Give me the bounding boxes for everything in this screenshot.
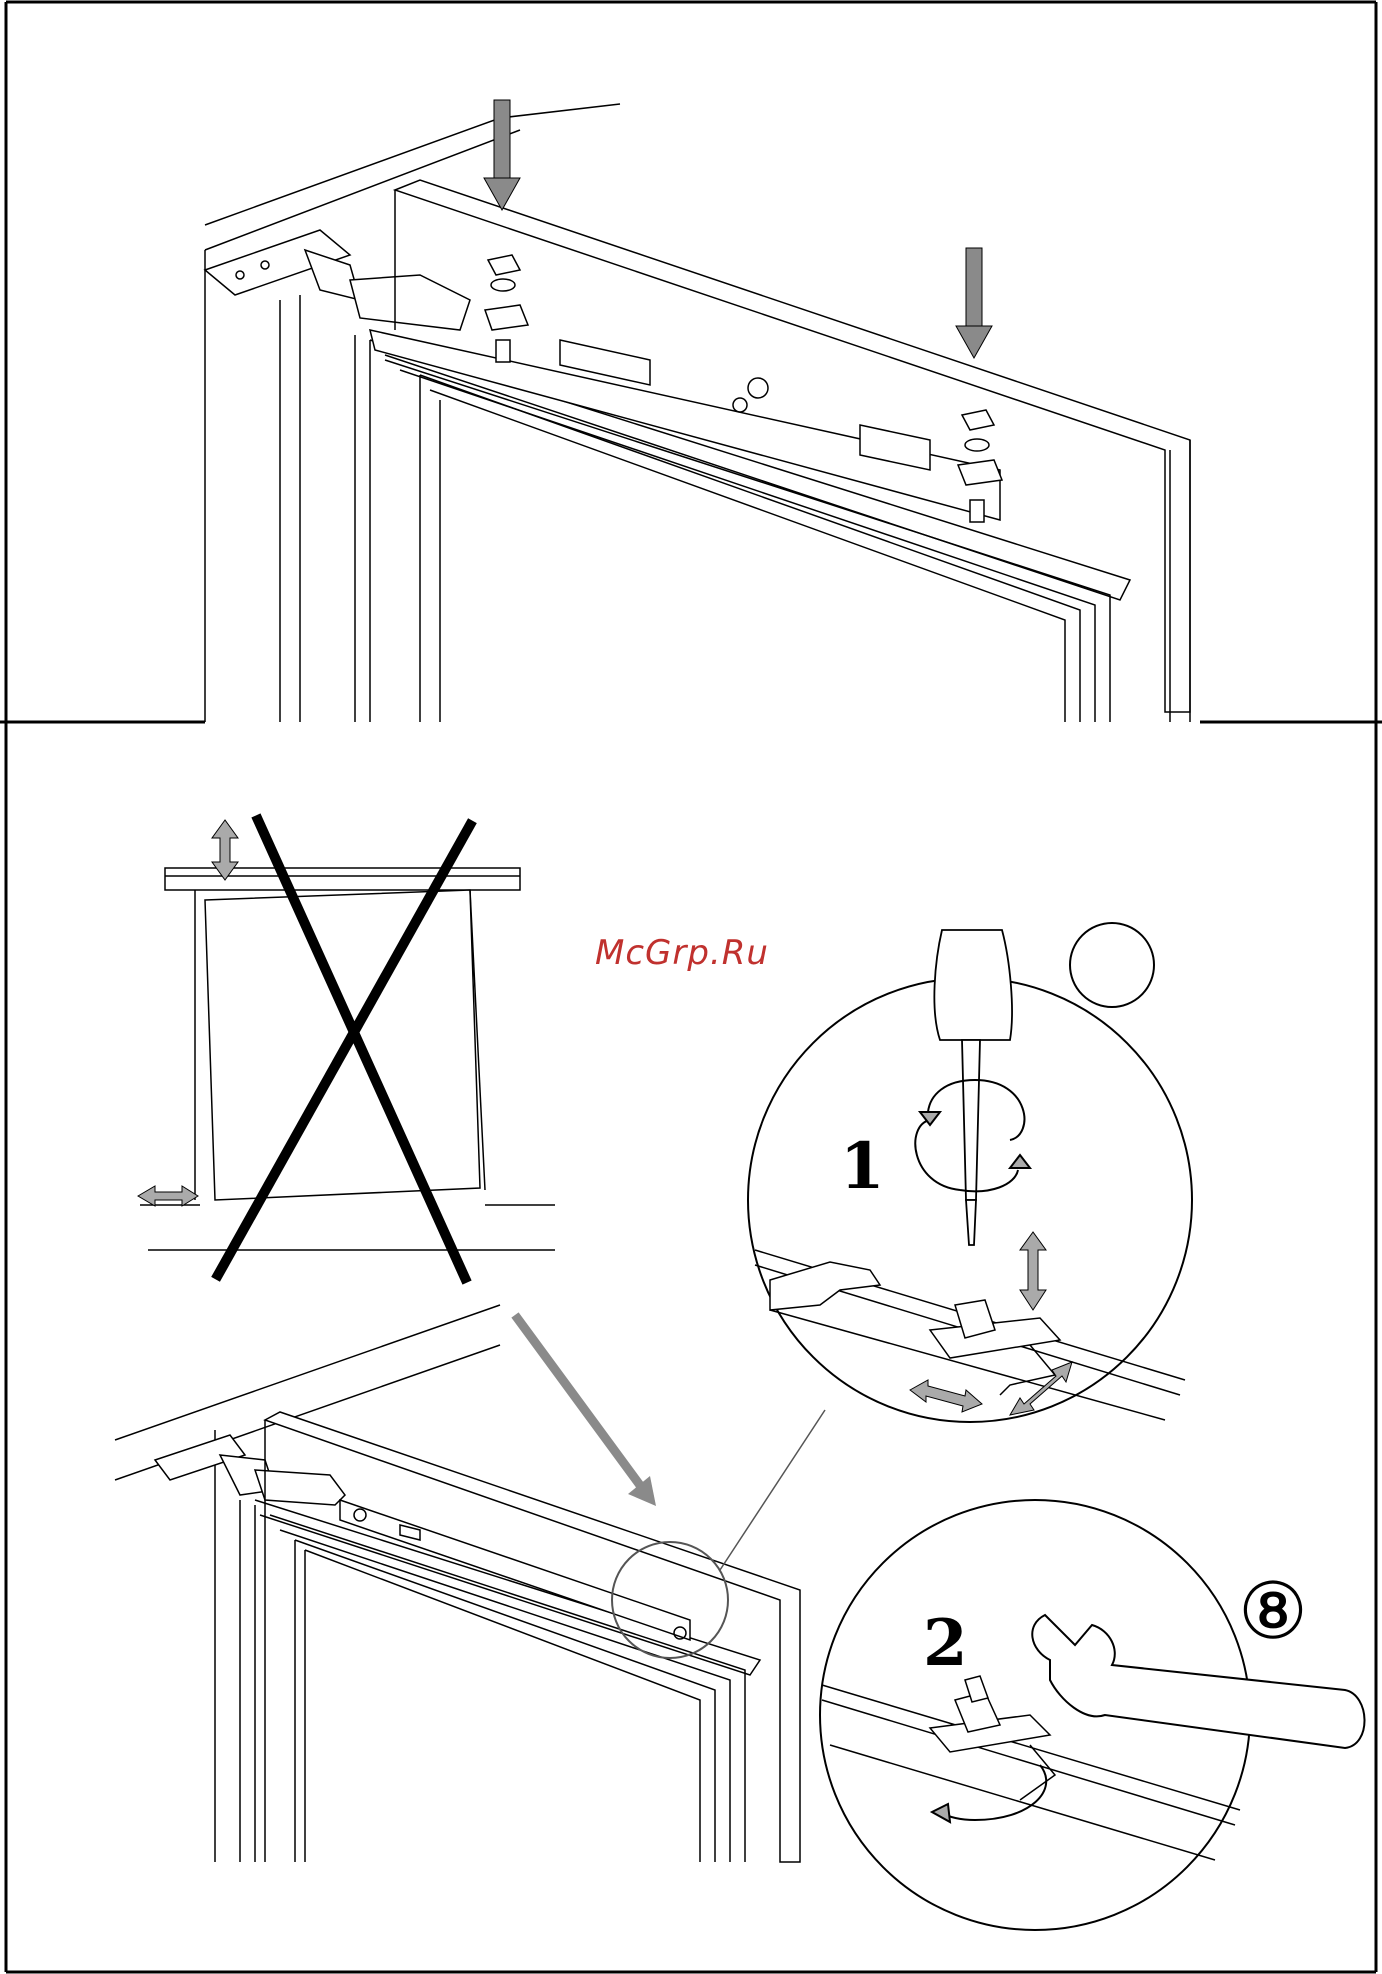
pointer-arrow-icon: [515, 1315, 656, 1506]
detail-2-label: 2: [923, 1606, 968, 1681]
double-arrow-icon: [138, 1186, 198, 1206]
top-panel-illustration: [205, 104, 1190, 722]
empty-marker-circle: [1070, 923, 1154, 1007]
detail-leader-line: [720, 1410, 825, 1570]
watermark-text: McGrp.Ru: [595, 933, 769, 973]
fastener-left: [485, 255, 528, 362]
door-perspective-lower: [115, 1305, 800, 1862]
lower-hinge: [155, 1435, 345, 1505]
detail-1-label: 1: [840, 1129, 885, 1204]
top-hinge: [205, 230, 470, 330]
down-arrow-icon: [956, 248, 992, 358]
incorrect-fit-diagram: [140, 868, 555, 1250]
step-number-badge: ⑧: [1238, 1567, 1308, 1657]
